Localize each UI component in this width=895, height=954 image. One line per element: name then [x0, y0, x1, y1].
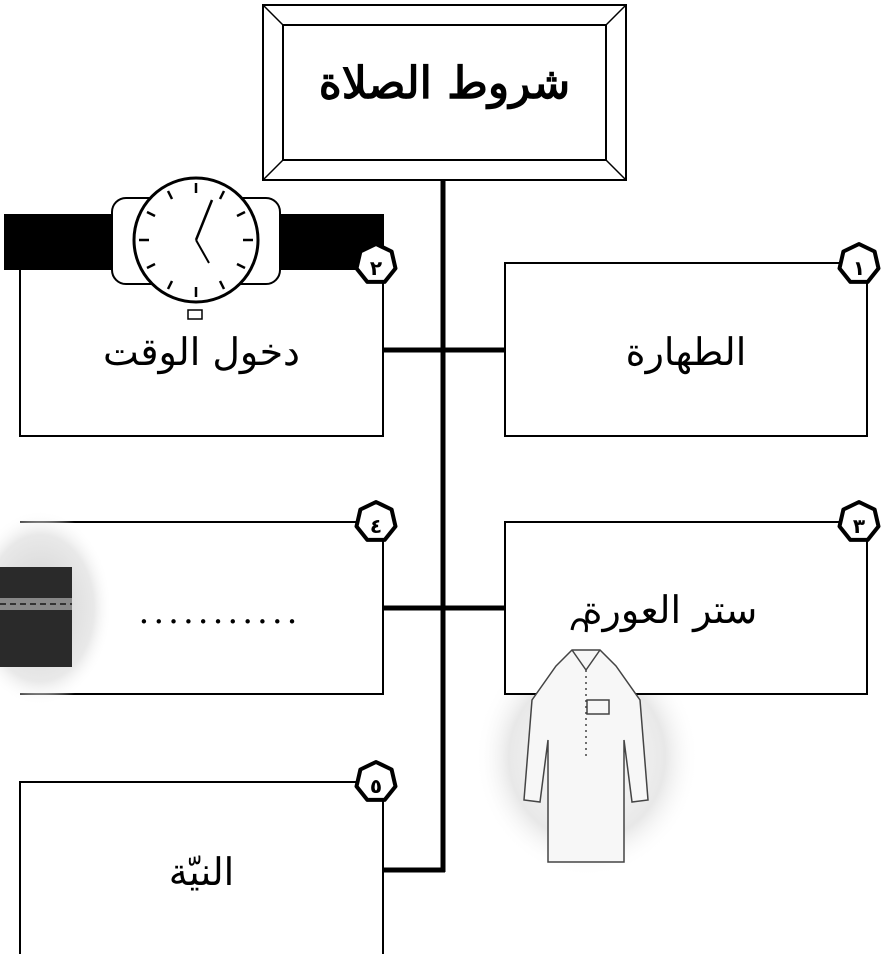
badge-number-2: ٢: [369, 256, 383, 280]
condition-boxes: [19, 262, 868, 954]
robe-icon: [523, 618, 649, 863]
condition-label-4: ...........: [138, 592, 302, 632]
number-badges: [354, 242, 881, 802]
badge-number-5: ٥: [369, 774, 383, 798]
badge-2: [354, 242, 398, 284]
kaaba-image: [0, 510, 112, 706]
connector-lines: [383, 180, 505, 873]
page-title: شروط الصلاة: [318, 58, 571, 109]
condition-label-3: ستر العورة: [582, 588, 758, 632]
condition-label-2: دخول الوقت: [103, 330, 300, 374]
clock-icon: [4, 176, 384, 320]
box-4: [20, 521, 384, 695]
badge-number-1: ١: [852, 256, 866, 280]
box-1: [504, 262, 868, 437]
condition-label-1: الطهارة: [625, 330, 747, 374]
badge-number-4: ٤: [369, 514, 383, 538]
badge-4: [354, 500, 398, 542]
box-5: [19, 781, 384, 954]
badge-1: [837, 242, 881, 284]
condition-label-5: النيّة: [168, 850, 235, 894]
box-3: [504, 521, 868, 695]
badge-number-3: ٣: [852, 514, 866, 538]
title-frame: [262, 4, 627, 181]
badge-3: [837, 500, 881, 542]
badge-5: [354, 760, 398, 802]
